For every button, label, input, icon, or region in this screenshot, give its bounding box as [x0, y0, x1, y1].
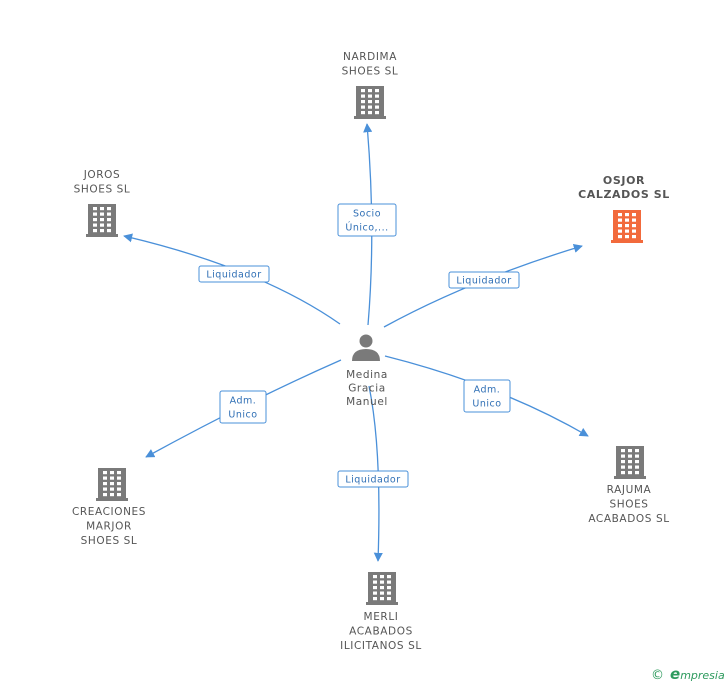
company-name-line: ACABADOS	[349, 626, 413, 638]
relation-role-line: Liquidador	[206, 270, 261, 281]
relation-edge-merli	[368, 385, 383, 562]
company-name-line: OSJOR	[603, 174, 645, 187]
relation-label-rajuma[interactable]: Adm. Unico	[463, 379, 511, 413]
company-label-rajuma[interactable]: RAJUMA SHOES ACABADOS SL	[588, 484, 669, 525]
company-label-creaciones[interactable]: CREACIONES MARJOR SHOES SL	[72, 506, 146, 547]
company-name-line: ACABADOS SL	[588, 513, 669, 525]
relation-role-line: Liquidador	[456, 276, 511, 287]
relation-role-line: Unico	[228, 410, 257, 421]
copyright-symbol: ©	[651, 668, 664, 683]
relation-role-line: Único,...	[345, 222, 388, 234]
person-icon[interactable]	[352, 334, 380, 362]
company-name-line: ILICITANOS SL	[340, 640, 422, 652]
footer: © empresia	[651, 665, 725, 683]
brand-initial: e	[670, 665, 680, 683]
building-icon[interactable]	[96, 468, 128, 501]
company-label-merli[interactable]: MERLI ACABADOS ILICITANOS SL	[340, 611, 422, 652]
building-icon[interactable]	[614, 446, 646, 479]
relation-label-osjor[interactable]: Liquidador	[448, 271, 520, 289]
building-icon[interactable]	[611, 210, 643, 243]
company-name-line: NARDIMA	[343, 51, 397, 63]
building-icon[interactable]	[354, 86, 386, 119]
company-name-line: SHOES SL	[74, 184, 131, 196]
building-icon[interactable]	[366, 572, 398, 605]
brand-rest: mpresia	[680, 669, 725, 682]
building-icon[interactable]	[86, 204, 118, 237]
person-name-line: Medina	[346, 369, 388, 381]
person-name-line: Gracia	[348, 383, 386, 395]
company-name-line: SHOES SL	[342, 66, 399, 78]
person-name-line: Manuel	[346, 396, 388, 408]
company-name-line: CALZADOS SL	[578, 188, 670, 201]
company-name-line: MERLI	[364, 611, 399, 623]
brand-logo[interactable]: empresia	[670, 665, 725, 683]
company-name-line: RAJUMA	[607, 484, 652, 496]
edges-layer	[123, 123, 589, 562]
edge-labels-layer: SocioÚnico,...LiquidadorLiquidadorAdm.Un…	[198, 203, 520, 488]
relation-role-line: Unico	[472, 399, 501, 410]
relation-label-nardima[interactable]: SocioÚnico,...	[337, 203, 397, 237]
company-name-line: MARJOR	[86, 521, 132, 533]
company-name-line: CREACIONES	[72, 506, 146, 518]
company-name-line: SHOES SL	[81, 535, 138, 547]
relation-role-line: Adm.	[474, 385, 501, 396]
company-name-line: JOROS	[83, 169, 121, 181]
company-name-line: SHOES	[609, 499, 648, 511]
relation-label-joros[interactable]: Liquidador	[198, 265, 270, 283]
company-label-joros[interactable]: JOROS SHOES SL	[74, 169, 131, 196]
relation-role-line: Adm.	[230, 396, 257, 407]
relation-role-line: Socio	[353, 209, 381, 220]
relation-label-merli[interactable]: Liquidador	[337, 470, 409, 488]
relation-label-creaciones[interactable]: Adm. Unico	[219, 390, 267, 424]
company-label-nardima[interactable]: NARDIMA SHOES SL	[342, 51, 399, 78]
relation-role-line: Liquidador	[345, 475, 400, 486]
